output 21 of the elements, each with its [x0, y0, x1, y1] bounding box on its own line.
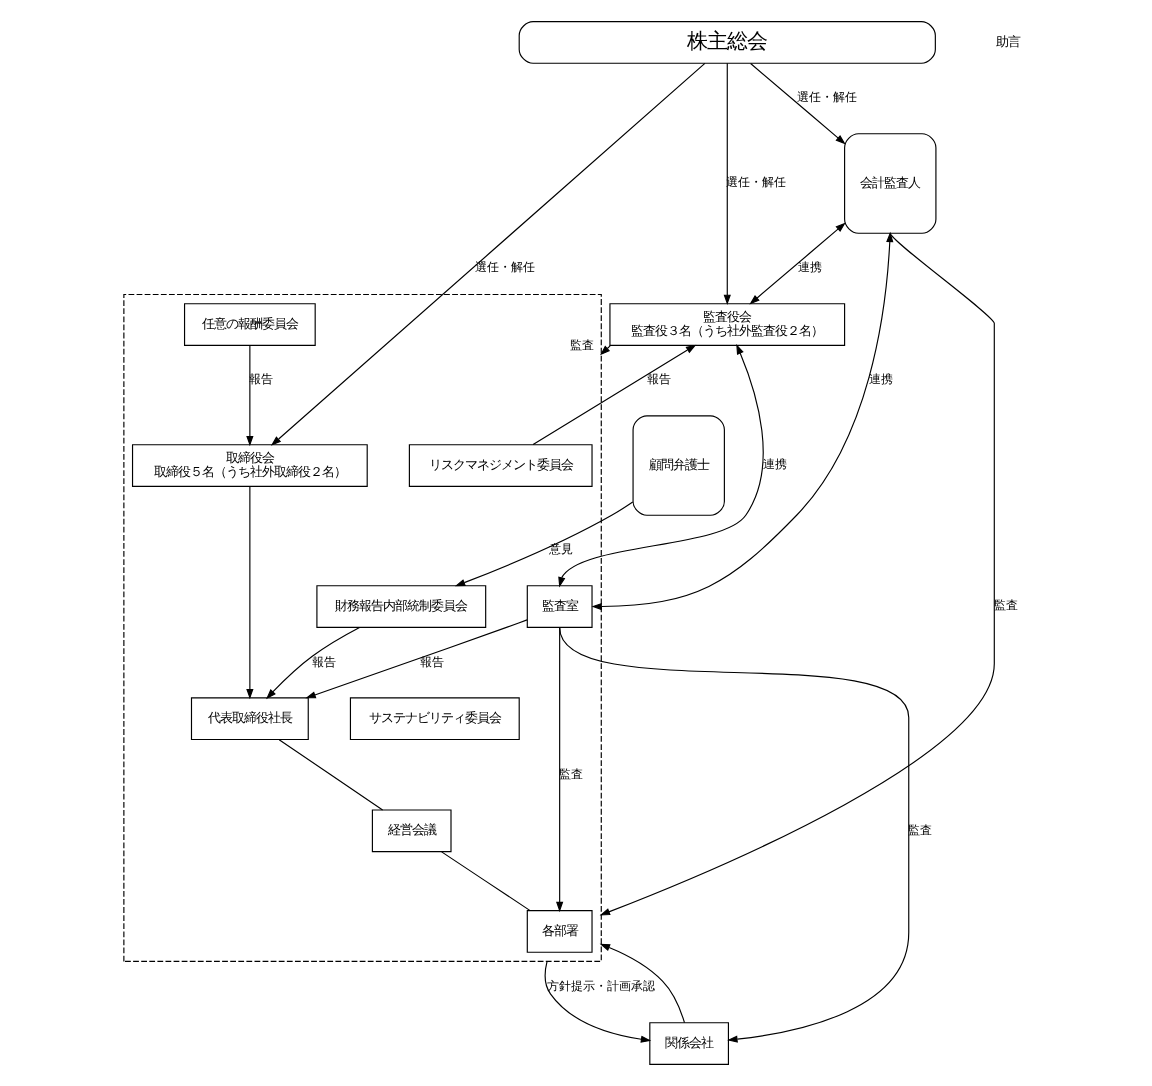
node-box: 株主総会 [517, 21, 935, 64]
arrow [722, 62, 730, 306]
arrow [453, 501, 633, 587]
connector [440, 851, 530, 911]
arrow [557, 343, 763, 588]
arrow [269, 62, 705, 446]
arrow [531, 344, 696, 446]
arrow [543, 960, 651, 1043]
arrow [599, 344, 611, 356]
arrow [748, 222, 845, 305]
arrow [304, 619, 527, 699]
arrow [598, 232, 994, 916]
arrow [245, 485, 253, 700]
arrow [558, 626, 909, 1043]
arrow [598, 943, 685, 1024]
arrow [555, 626, 563, 913]
arrow [245, 344, 253, 447]
arrow [749, 62, 845, 145]
connector [277, 739, 383, 811]
arrow [590, 231, 893, 611]
arrow [265, 626, 360, 700]
